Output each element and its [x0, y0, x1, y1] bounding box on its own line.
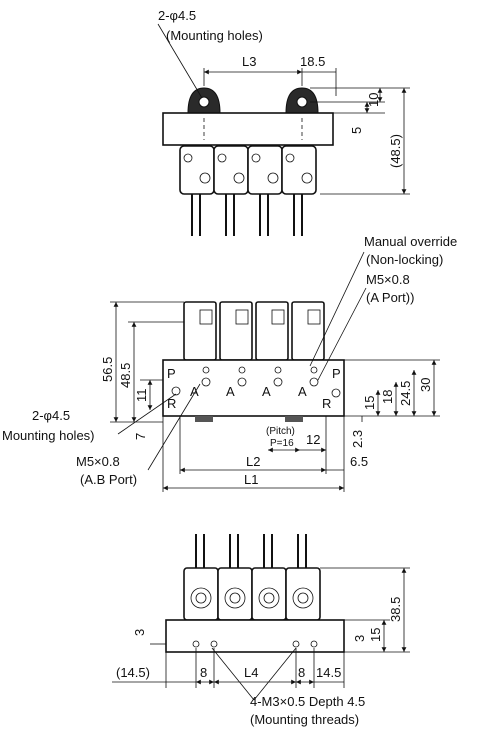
a-port-thread: M5×0.8 — [366, 272, 410, 287]
front-dim-11: 11 — [134, 389, 149, 403]
port-P-left: P — [167, 366, 176, 381]
front-dim-24-5: 24.5 — [398, 381, 413, 406]
bottom-dim-14-5-left: (14.5) — [116, 665, 150, 680]
mounting-thread-4 — [310, 640, 318, 648]
top-holes-note: (Mounting holes) — [166, 28, 263, 43]
a-ports: A A A A — [190, 366, 319, 399]
bottom-dim-8-right: 8 — [298, 665, 305, 680]
a-port-note: (A Port)) — [366, 290, 414, 305]
mounting-hole-right — [296, 96, 308, 108]
threads-label: 4-M3×0.5 Depth 4.5 — [250, 694, 365, 709]
front-dim-2-3: 2.3 — [350, 430, 365, 448]
top-dim-48-5: (48.5) — [388, 134, 403, 168]
port-P-right: P — [332, 366, 341, 381]
front-dim-L1: L1 — [244, 472, 258, 487]
front-view: P R P R A A A A Manual override (Non-loc… — [2, 234, 457, 492]
port-A-2: A — [226, 384, 235, 399]
ab-port-note: (A.B Port) — [80, 472, 137, 487]
valve-bodies-front — [183, 301, 325, 361]
bottom-dim-38-5: 38.5 — [388, 597, 403, 622]
port-A-4: A — [298, 384, 307, 399]
lead-wires-bottom — [195, 534, 307, 568]
bottom-dim-15: 15 — [368, 628, 383, 642]
top-holes-label: 2-φ4.5 — [158, 8, 196, 23]
port-A-3: A — [262, 384, 271, 399]
front-dim-48-5: 48.5 — [118, 363, 133, 388]
front-dim-6-5: 6.5 — [350, 454, 368, 469]
ab-port-thread: M5×0.8 — [76, 454, 120, 469]
port-R-left: R — [167, 396, 176, 411]
front-dim-30: 30 — [418, 378, 433, 392]
front-dim-15: 15 — [362, 396, 377, 410]
valve-units-top — [179, 145, 317, 195]
top-dim-18-5: 18.5 — [300, 54, 325, 69]
mounting-thread-1 — [192, 640, 200, 648]
front-holes-label: 2-φ4.5 — [32, 408, 70, 423]
top-view: 2-φ4.5 (Mounting holes) L3 18.5 10 5 (48… — [157, 8, 410, 236]
bottom-dim-3-right: 3 — [352, 635, 367, 642]
front-dim-18: 18 — [380, 390, 395, 404]
mounting-thread-2 — [210, 640, 218, 648]
front-dim-12: 12 — [306, 432, 320, 447]
manifold-base-bottom — [165, 619, 345, 653]
bottom-view: 38.5 15 3 3 (14.5) 8 L4 8 14.5 4-M3×0.5 … — [112, 534, 410, 727]
base-underside-hatch — [195, 416, 213, 422]
front-dim-56-5: 56.5 — [100, 357, 115, 382]
mounting-hole-left — [198, 96, 210, 108]
bottom-dim-3-left: 3 — [132, 629, 147, 636]
port-A-1: A — [190, 384, 199, 399]
front-dim-7: 7 — [133, 433, 148, 440]
front-dim-L2: L2 — [246, 454, 260, 469]
top-dim-10: 10 — [366, 93, 381, 107]
bottom-dim-14-5-right: 14.5 — [316, 665, 341, 680]
mounting-thread-3 — [292, 640, 300, 648]
threads-note: (Mounting threads) — [250, 712, 359, 727]
lead-wires-top — [191, 194, 303, 236]
manifold-base-front — [162, 359, 345, 417]
override-label: Manual override — [364, 234, 457, 249]
manifold-base-top — [162, 112, 334, 146]
pitch-value: P=16 — [270, 438, 294, 449]
port-R-right: R — [322, 396, 331, 411]
bottom-dim-L4: L4 — [244, 665, 258, 680]
top-dim-L3: L3 — [242, 54, 256, 69]
bottom-dim-8-left: 8 — [200, 665, 207, 680]
valve-units-bottom — [183, 567, 321, 621]
pitch-label: (Pitch) — [266, 426, 295, 437]
front-holes-note: Mounting holes) — [2, 428, 95, 443]
override-note: (Non-locking) — [366, 252, 443, 267]
top-dim-5: 5 — [349, 127, 364, 134]
